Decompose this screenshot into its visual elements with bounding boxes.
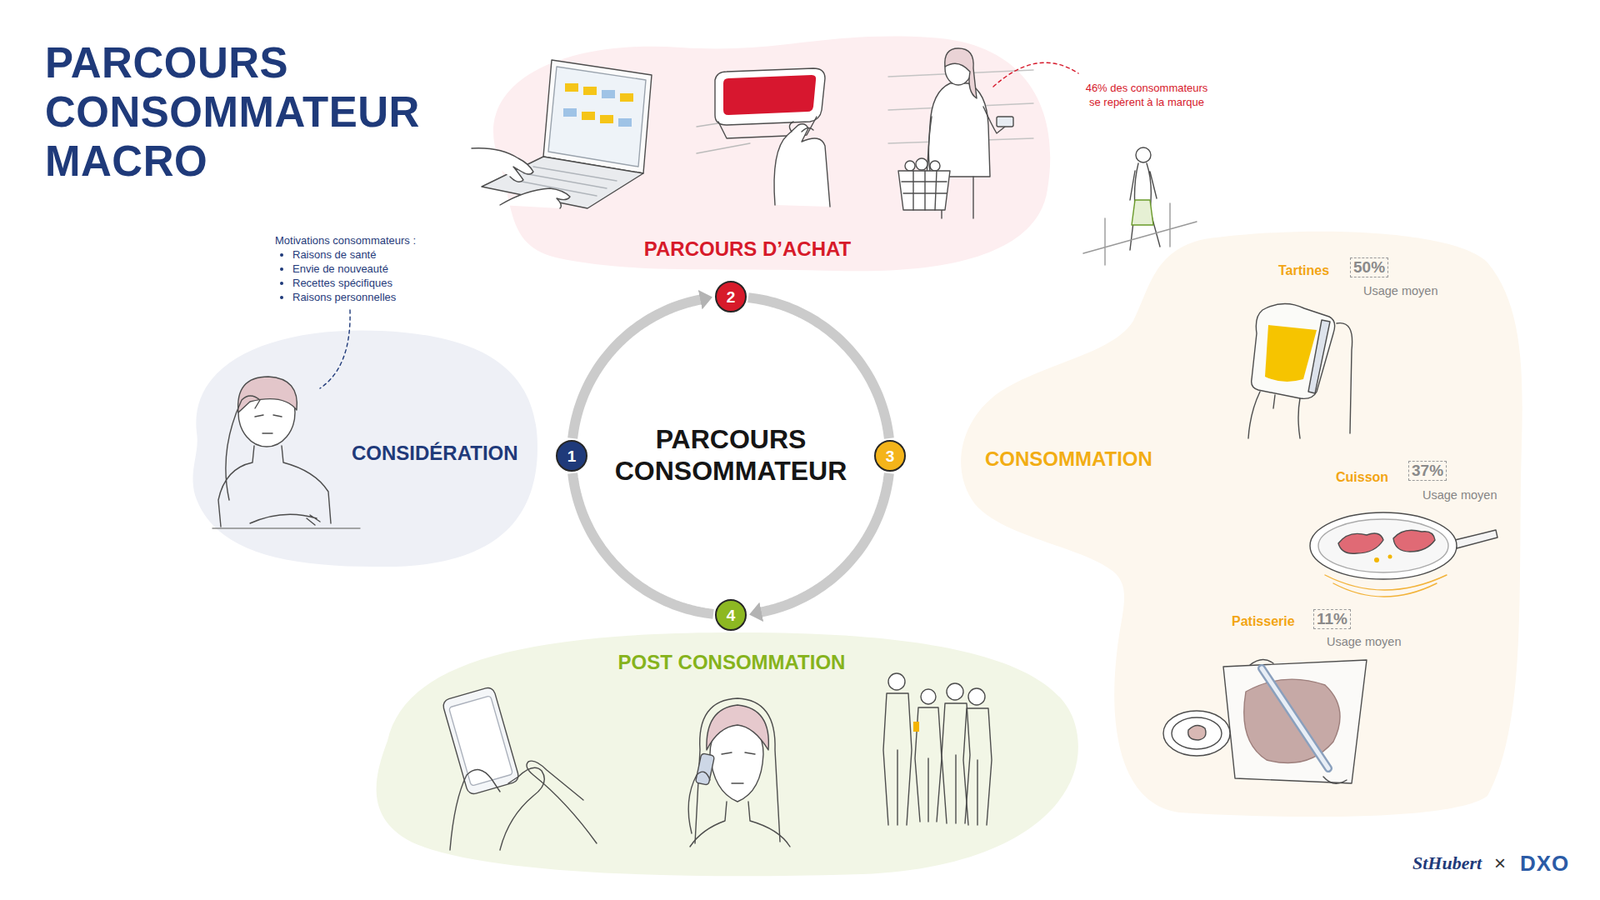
stat-value: 11% — [1316, 610, 1348, 629]
thinking-woman-illustration — [212, 527, 360, 529]
bullet-item: Recettes spécifiques — [292, 275, 393, 290]
usage-caption: Usage moyen — [1422, 488, 1497, 502]
stage-heading: POST CONSOMMATION — [618, 650, 846, 675]
bullet-item: Raisons de santé — [292, 247, 376, 262]
group-illustration — [920, 689, 936, 705]
pastry-illustration — [1223, 660, 1367, 784]
shopper-illustration — [930, 160, 940, 171]
laptop-illustration — [620, 93, 634, 102]
stat-note: 46% des consommateurs se repèrent à la m… — [1081, 80, 1212, 110]
group-illustration — [888, 673, 905, 690]
step-label: 4 — [726, 607, 736, 624]
laptop-illustration — [543, 60, 652, 174]
note-text: Motivations consommateurs : — [275, 233, 416, 248]
pan-illustration — [1310, 512, 1457, 580]
cycle-arrow — [748, 297, 890, 439]
region-shape — [376, 632, 1079, 876]
step-label: 3 — [885, 448, 895, 465]
category-label: Cuisson — [1335, 470, 1389, 485]
stage-heading: CONSIDÉRATION — [351, 441, 519, 465]
stage-region: CONSIDÉRATION — [181, 324, 540, 570]
bullet-item: Envie de nouveauté — [292, 261, 389, 276]
cycle-center: PARCOURS CONSOMMATEUR — [571, 296, 890, 615]
shopper-illustration — [901, 170, 947, 210]
region-shape — [954, 229, 1521, 817]
laptop-illustration — [565, 83, 579, 92]
pan-illustration — [1338, 533, 1384, 554]
stage-heading: CONSOMMATION — [985, 447, 1153, 471]
toast-illustration — [1265, 325, 1317, 382]
group-illustration — [946, 683, 964, 700]
pastry-illustration — [1261, 668, 1329, 769]
pan-illustration — [1318, 519, 1449, 573]
shopper-illustration — [905, 160, 915, 171]
pastry-illustration — [1163, 710, 1230, 756]
shopper-illustration — [945, 48, 977, 99]
group-illustration — [968, 688, 985, 705]
cycle-arrow — [760, 473, 890, 613]
pastry-illustration — [1261, 668, 1329, 769]
tub-illustration — [715, 68, 825, 125]
step-label: 1 — [567, 448, 577, 465]
pan-illustration — [1393, 530, 1435, 552]
stage-region: POST CONSOMMATION — [362, 632, 1082, 878]
usage-caption: Usage moyen — [1363, 284, 1438, 298]
step-label: 2 — [726, 289, 736, 305]
stat-box: 37% — [1408, 460, 1447, 481]
cycle-arrow — [572, 473, 714, 615]
shopper-illustration — [996, 116, 1014, 127]
category-label: Tartines — [1278, 263, 1330, 279]
page-title: PARCOURS CONSOMMATEUR MACRO — [45, 38, 445, 186]
group-illustration — [913, 721, 920, 732]
stat-box: 11% — [1313, 609, 1351, 630]
laptop-illustration — [601, 90, 615, 99]
shopper-illustration — [915, 158, 928, 170]
laptop-illustration — [563, 108, 577, 117]
laptop-illustration — [581, 111, 595, 120]
stat-value: 37% — [1411, 461, 1444, 480]
tub-illustration — [723, 75, 816, 115]
cycle-arrow — [572, 299, 701, 439]
step-number: 4 — [715, 599, 747, 631]
shopper-illustration — [926, 83, 990, 177]
laptop-illustration — [600, 115, 614, 124]
walker-illustration — [1135, 147, 1151, 163]
region-shape — [192, 330, 538, 567]
pan-illustration — [1374, 557, 1380, 563]
stat-value: 50% — [1353, 258, 1385, 277]
step-number: 3 — [874, 440, 906, 472]
pastry-illustration — [1250, 659, 1347, 784]
region-shape — [493, 36, 1050, 272]
laptop-illustration — [583, 86, 597, 95]
shopper-illustration — [898, 170, 950, 210]
cycle-title: PARCOURS CONSOMMATEUR — [597, 424, 865, 488]
usage-caption: Usage moyen — [1326, 635, 1401, 649]
pastry-illustration — [1188, 725, 1206, 740]
pastry-illustration — [1171, 717, 1222, 750]
walker-illustration — [1131, 200, 1154, 225]
stat-box: 50% — [1350, 257, 1389, 278]
laptop-illustration — [548, 66, 646, 167]
category-label: Patisserie — [1231, 614, 1295, 630]
step-number: 2 — [715, 280, 747, 313]
region-shape — [464, 30, 1056, 274]
separator: × — [1494, 851, 1506, 875]
phone-call-illustration — [721, 752, 755, 784]
walker-illustration — [1083, 147, 1197, 265]
walker-illustration — [1130, 163, 1160, 250]
stage-region: CONSOMMATION 50% 37% 11% — [954, 229, 1521, 817]
brand-logo: StHubert — [1412, 852, 1482, 875]
stage-heading: PARCOURS D’ACHAT — [644, 237, 851, 261]
brand-logo: DXO — [1520, 850, 1570, 877]
bullet-item: Raisons personnelles — [292, 290, 396, 305]
thinking-woman-illustration — [255, 415, 282, 434]
stage-region: PARCOURS D’ACHAT — [464, 30, 1056, 274]
pan-illustration — [1388, 555, 1393, 560]
step-number: 1 — [555, 440, 588, 472]
laptop-illustration — [618, 118, 632, 127]
